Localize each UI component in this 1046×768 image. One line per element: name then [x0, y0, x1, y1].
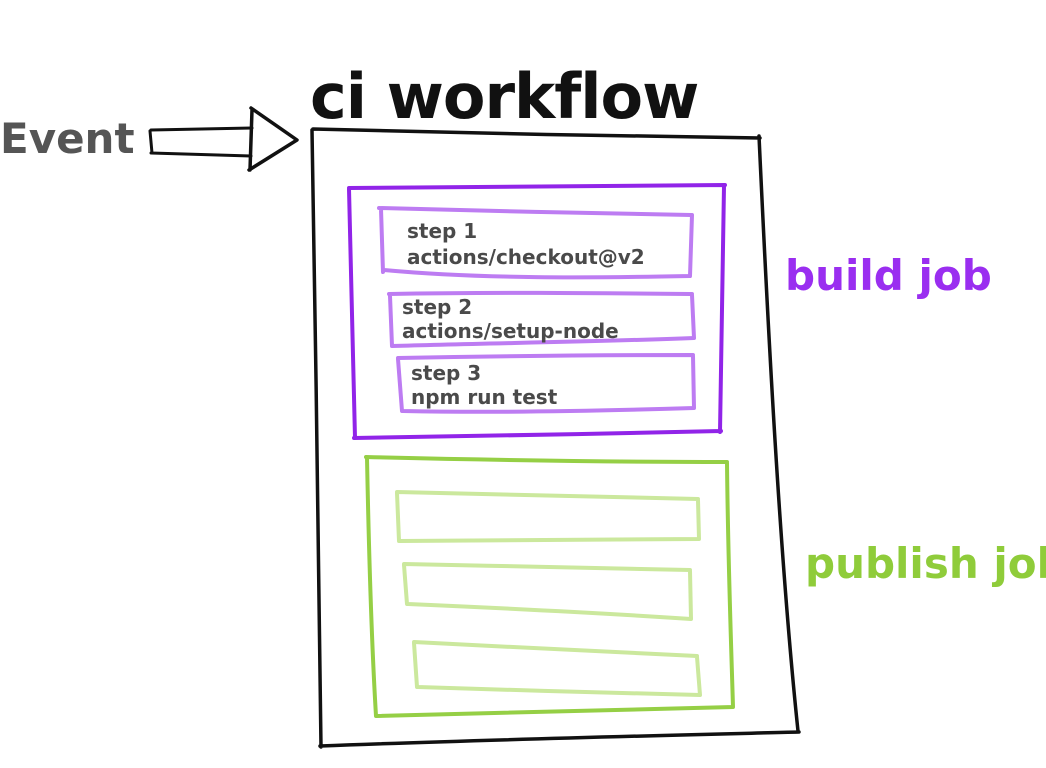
build-step-box — [387, 290, 696, 348]
build-step-2-action: actions/setup-node — [402, 319, 619, 343]
workflow-title: ci workflow — [310, 60, 698, 133]
build-step-3-number: step 3 — [411, 361, 481, 385]
build-job-container — [347, 183, 727, 440]
event-label: Event — [0, 114, 135, 163]
publish-step-box — [395, 490, 701, 543]
build-step-1-number: step 1 — [407, 219, 477, 243]
publish-step-box — [402, 562, 693, 621]
build-step-1-action: actions/checkout@v2 — [407, 245, 645, 269]
build-step-2-number: step 2 — [402, 295, 472, 319]
build-job-label: build job — [785, 251, 992, 300]
publish-job-container — [364, 455, 735, 718]
publish-job-label: publish job — [805, 539, 1046, 588]
build-step-box — [396, 353, 696, 414]
event-arrow-icon — [148, 106, 299, 172]
workflow-container — [310, 127, 801, 749]
build-step-3-action: npm run test — [411, 385, 558, 409]
build-step-box — [377, 206, 694, 280]
publish-step-box — [412, 640, 702, 697]
